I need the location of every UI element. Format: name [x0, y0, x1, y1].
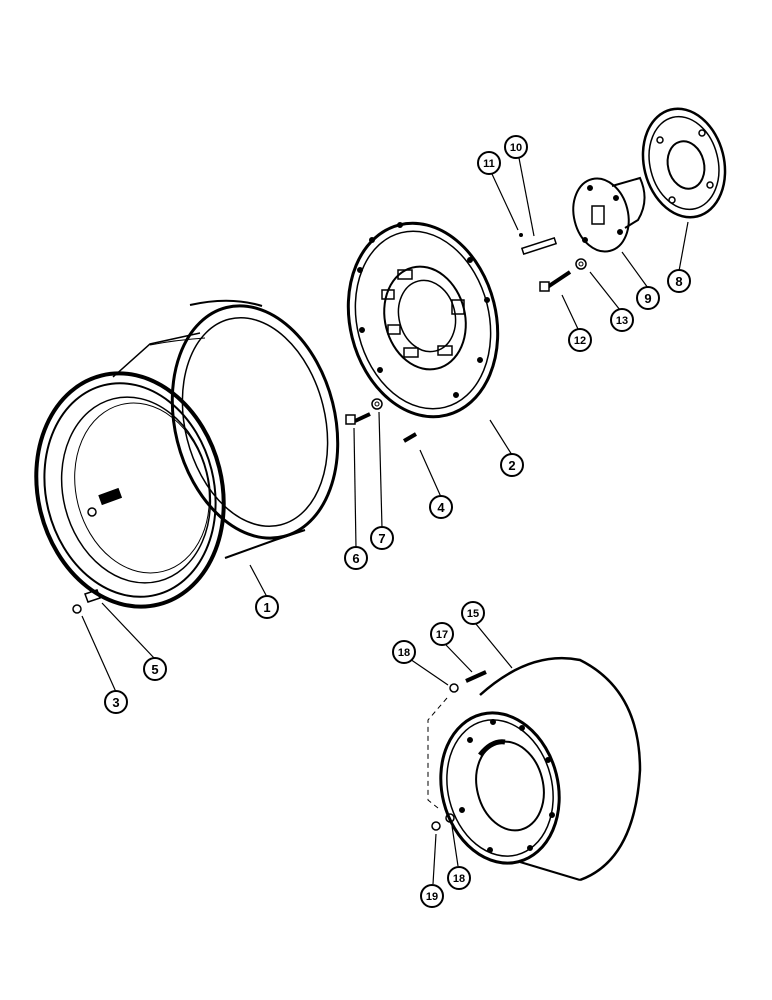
- callout-19: 19: [420, 884, 444, 908]
- callout-2-label: 2: [508, 458, 515, 473]
- callout-9-label: 9: [644, 291, 651, 306]
- callout-2: 2: [500, 453, 524, 477]
- wheel-rim: [34, 299, 340, 609]
- callout-18-upper-label: 18: [398, 647, 410, 659]
- callout-13: 13: [610, 308, 634, 332]
- callout-11-label: 11: [483, 158, 495, 170]
- callout-10-label: 10: [510, 142, 522, 154]
- callout-12-label: 12: [574, 335, 586, 347]
- callout-18-upper: 18: [392, 640, 416, 664]
- callout-5: 5: [143, 657, 167, 681]
- leader-lines: [81, 157, 689, 885]
- stud: [402, 432, 418, 443]
- callout-8: 8: [667, 269, 691, 293]
- callout-15-label: 15: [467, 608, 479, 620]
- callout-17-label: 17: [436, 629, 448, 641]
- disc-washer: [371, 398, 383, 410]
- callout-18-lower-label: 18: [453, 873, 465, 885]
- rim-clip: [84, 589, 101, 603]
- weight-nut: [431, 821, 441, 831]
- weight-bolt: [465, 670, 487, 683]
- callout-3-label: 3: [112, 695, 119, 710]
- callout-15: 15: [461, 601, 485, 625]
- disc-bolt: [345, 412, 371, 425]
- callout-6: 6: [344, 546, 368, 570]
- hub-bolt: [539, 270, 572, 292]
- callout-18-lower: 18: [447, 866, 471, 890]
- callout-5-label: 5: [151, 662, 158, 677]
- callout-11: 11: [477, 151, 501, 175]
- hub-flange-plate: [641, 107, 727, 219]
- wheel-hub: [572, 176, 646, 253]
- callout-6-label: 6: [352, 551, 359, 566]
- callout-7: 7: [370, 526, 394, 550]
- callout-12: 12: [568, 328, 592, 352]
- callout-3: 3: [104, 690, 128, 714]
- set-screw: [519, 233, 523, 237]
- callout-9: 9: [636, 286, 660, 310]
- callout-4: 4: [429, 495, 453, 519]
- weight-washer: [449, 683, 459, 693]
- wheel-center-disc: [346, 221, 500, 419]
- callout-10: 10: [504, 135, 528, 159]
- callout-13-label: 13: [616, 315, 628, 327]
- hub-washer: [575, 258, 587, 270]
- callout-1: 1: [255, 595, 279, 619]
- callout-8-label: 8: [675, 274, 682, 289]
- rim-nut: [72, 604, 82, 614]
- callout-1-label: 1: [263, 600, 270, 615]
- callout-7-label: 7: [378, 531, 385, 546]
- wheel-weight: [439, 656, 642, 882]
- callout-17: 17: [430, 622, 454, 646]
- callout-4-label: 4: [437, 500, 445, 515]
- callout-19-label: 19: [426, 891, 438, 903]
- weight-washer-lower: [445, 813, 455, 823]
- key-pin: [520, 236, 558, 256]
